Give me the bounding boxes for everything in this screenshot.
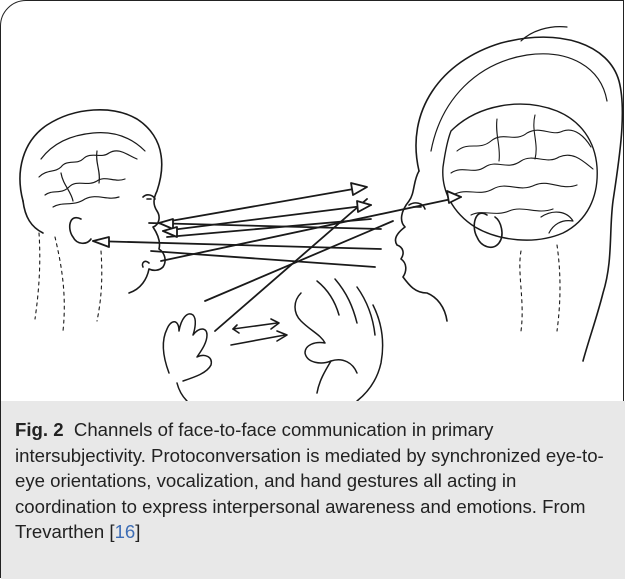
mother-hand-drawing <box>295 279 383 401</box>
infant-head-drawing <box>20 110 165 331</box>
gesture-arrows <box>231 319 287 345</box>
face-to-face-illustration <box>1 1 625 401</box>
figure-label: Fig. 2 <box>15 419 64 440</box>
figure-caption: Fig. 2 Channels of face-to-face communic… <box>15 417 611 545</box>
caption-end: ] <box>135 521 140 542</box>
citation-link[interactable]: 16 <box>115 521 136 542</box>
infant-hand-drawing <box>163 314 211 401</box>
figure-caption-box: Fig. 2 Channels of face-to-face communic… <box>1 401 625 579</box>
mother-head-drawing <box>395 27 622 361</box>
caption-text: Channels of face-to-face communication i… <box>15 419 604 542</box>
